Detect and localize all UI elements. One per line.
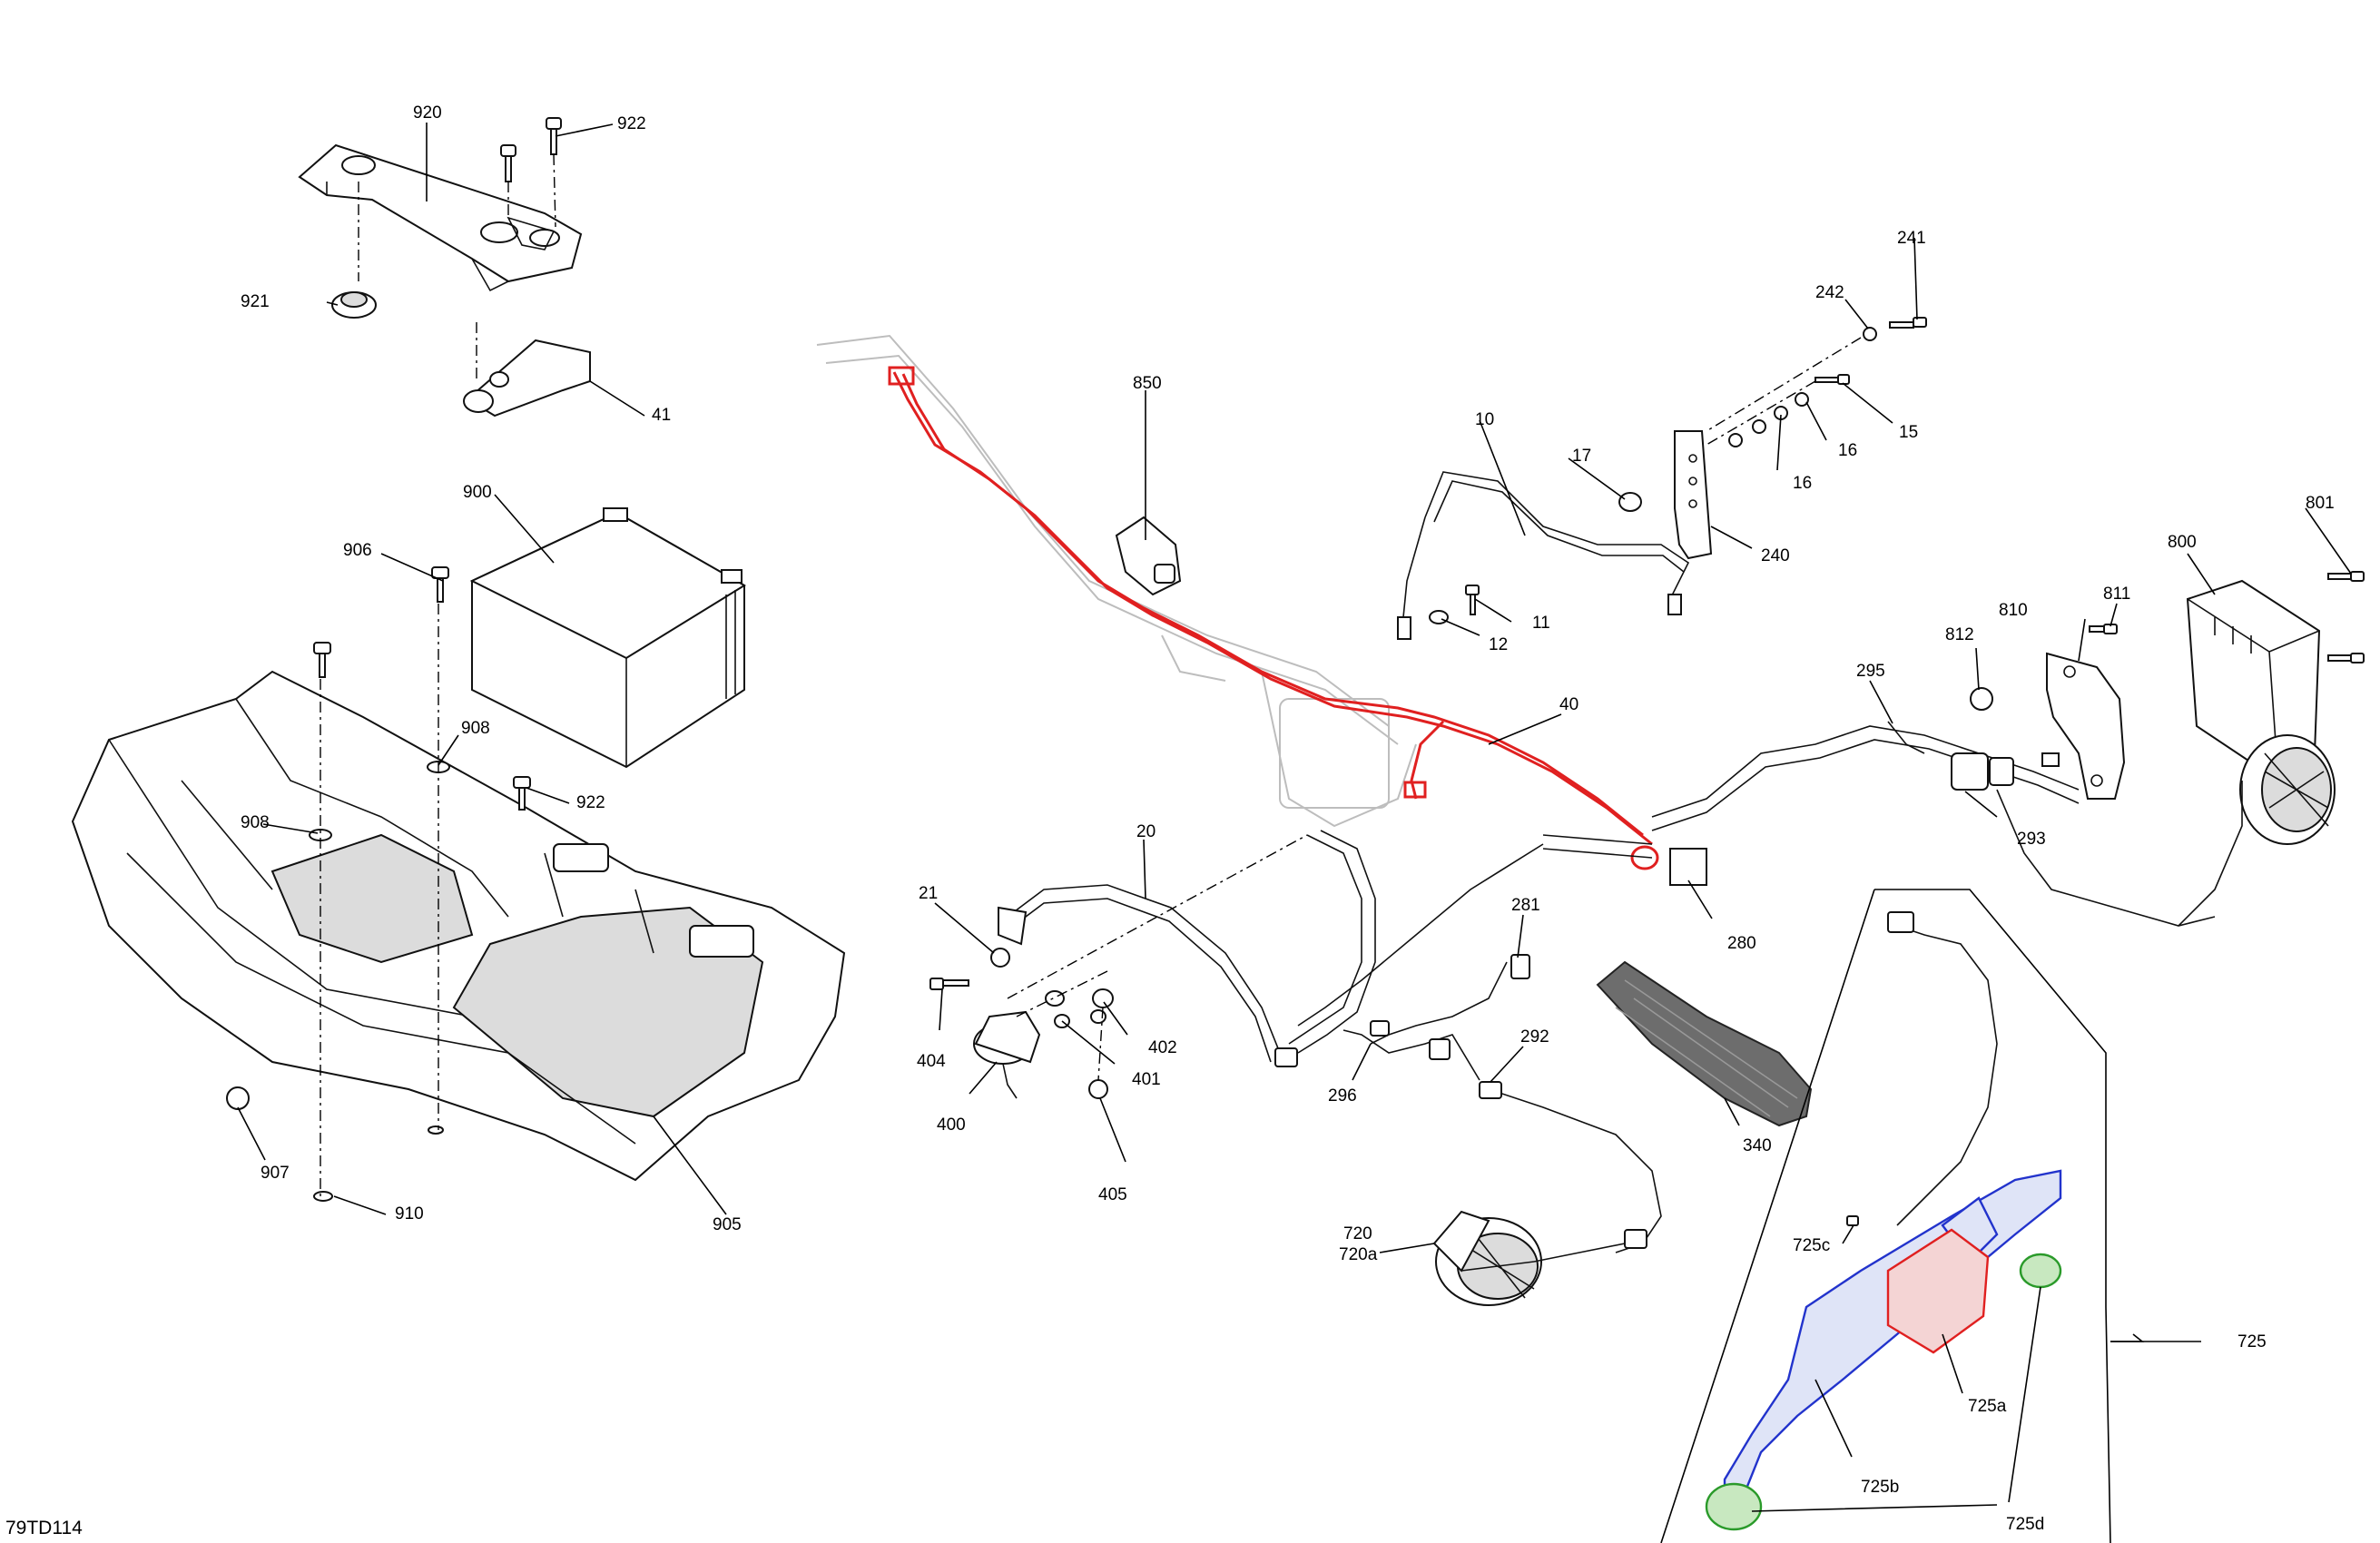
part-340-hose xyxy=(1596,960,1813,1127)
part-40-harness-highlighted xyxy=(888,366,1659,870)
callout-725a: 725a xyxy=(1968,1397,2007,1416)
part-900-battery xyxy=(469,507,746,769)
callout-907: 907 xyxy=(261,1164,290,1183)
callout-910: 910 xyxy=(395,1204,424,1224)
callout-16-a: 16 xyxy=(1838,441,1857,460)
figure-code: 79TD114 xyxy=(5,1518,83,1538)
part-921-nut xyxy=(331,291,377,319)
callout-922-mid: 922 xyxy=(576,793,605,812)
callout-801: 801 xyxy=(2306,494,2335,513)
callout-20: 20 xyxy=(1136,822,1156,841)
callout-41: 41 xyxy=(652,406,671,425)
callout-292: 292 xyxy=(1520,1027,1549,1047)
part-11-12-17-hardware xyxy=(1429,492,1642,624)
callout-281: 281 xyxy=(1511,896,1540,915)
callout-720: 720 xyxy=(1343,1224,1372,1243)
callout-labels: 920 922 921 41 900 906 908 908 922 907 9… xyxy=(5,103,2335,1538)
callout-725d: 725d xyxy=(2006,1515,2044,1534)
inset-725 xyxy=(1660,889,2111,1543)
callout-812: 812 xyxy=(1945,625,1974,644)
part-20-cable xyxy=(998,830,1376,1067)
callout-40: 40 xyxy=(1559,695,1578,714)
callout-900: 900 xyxy=(463,483,492,502)
callout-17: 17 xyxy=(1572,447,1591,466)
callout-12: 12 xyxy=(1489,635,1508,654)
callout-405: 405 xyxy=(1098,1185,1127,1204)
callout-15: 15 xyxy=(1899,423,1918,442)
part-241-242-15-16-hardware xyxy=(1728,317,1927,447)
part-720-light xyxy=(1432,1210,1647,1306)
part-light-right xyxy=(2178,734,2336,927)
leader-lines xyxy=(237,123,2352,1512)
callout-921: 921 xyxy=(241,292,270,311)
part-41-bracket xyxy=(463,339,591,418)
part-725a-pad xyxy=(1886,1228,1990,1354)
callout-720a: 720a xyxy=(1339,1245,1378,1264)
callout-908-b: 908 xyxy=(241,813,270,832)
part-main-harness xyxy=(1542,721,2216,927)
callout-241: 241 xyxy=(1897,229,1926,248)
part-850-connector xyxy=(1115,516,1182,596)
part-10-cable xyxy=(1397,471,1690,640)
callout-400: 400 xyxy=(937,1115,966,1135)
ghost-frame xyxy=(816,334,1417,828)
callout-402: 402 xyxy=(1148,1038,1177,1057)
part-906-908-910-hardware xyxy=(226,566,531,1202)
callout-296: 296 xyxy=(1328,1086,1357,1106)
callout-240: 240 xyxy=(1761,546,1790,565)
callout-922-top: 922 xyxy=(617,114,646,133)
callout-850: 850 xyxy=(1133,374,1162,393)
callout-725b: 725b xyxy=(1861,1478,1899,1497)
callout-280: 280 xyxy=(1727,934,1756,953)
part-922-screw-top xyxy=(500,117,562,182)
callout-242: 242 xyxy=(1815,283,1844,302)
part-810-bracket xyxy=(1970,624,2126,800)
callout-908-a: 908 xyxy=(461,719,490,738)
part-725b-bracket xyxy=(1723,1169,2062,1509)
part-401-402-404-405-21-hardware xyxy=(929,948,1114,1099)
part-400-solenoid xyxy=(973,1010,1041,1099)
callout-905: 905 xyxy=(713,1215,742,1234)
callout-16-b: 16 xyxy=(1793,474,1812,493)
callout-21: 21 xyxy=(919,884,938,903)
part-920-bracket xyxy=(298,143,583,292)
callout-11: 11 xyxy=(1532,614,1550,633)
callout-800: 800 xyxy=(2168,533,2197,552)
part-240-bracket xyxy=(1674,430,1713,560)
callout-906: 906 xyxy=(343,541,372,560)
callout-295: 295 xyxy=(1856,662,1885,681)
callout-404: 404 xyxy=(917,1052,946,1071)
callout-293: 293 xyxy=(2017,830,2046,849)
callout-340: 340 xyxy=(1743,1136,1772,1155)
callout-725c: 725c xyxy=(1793,1236,1830,1255)
callout-725: 725 xyxy=(2237,1332,2267,1351)
callout-10: 10 xyxy=(1475,410,1494,429)
callout-810: 810 xyxy=(1999,601,2028,620)
part-905-battery-tray xyxy=(71,670,846,1182)
callout-401: 401 xyxy=(1132,1070,1161,1089)
callout-811: 811 xyxy=(2103,585,2130,604)
callout-920: 920 xyxy=(413,103,442,123)
part-281-292-296-cables xyxy=(1297,843,1662,1253)
part-725d-pads xyxy=(1705,1253,2062,1531)
